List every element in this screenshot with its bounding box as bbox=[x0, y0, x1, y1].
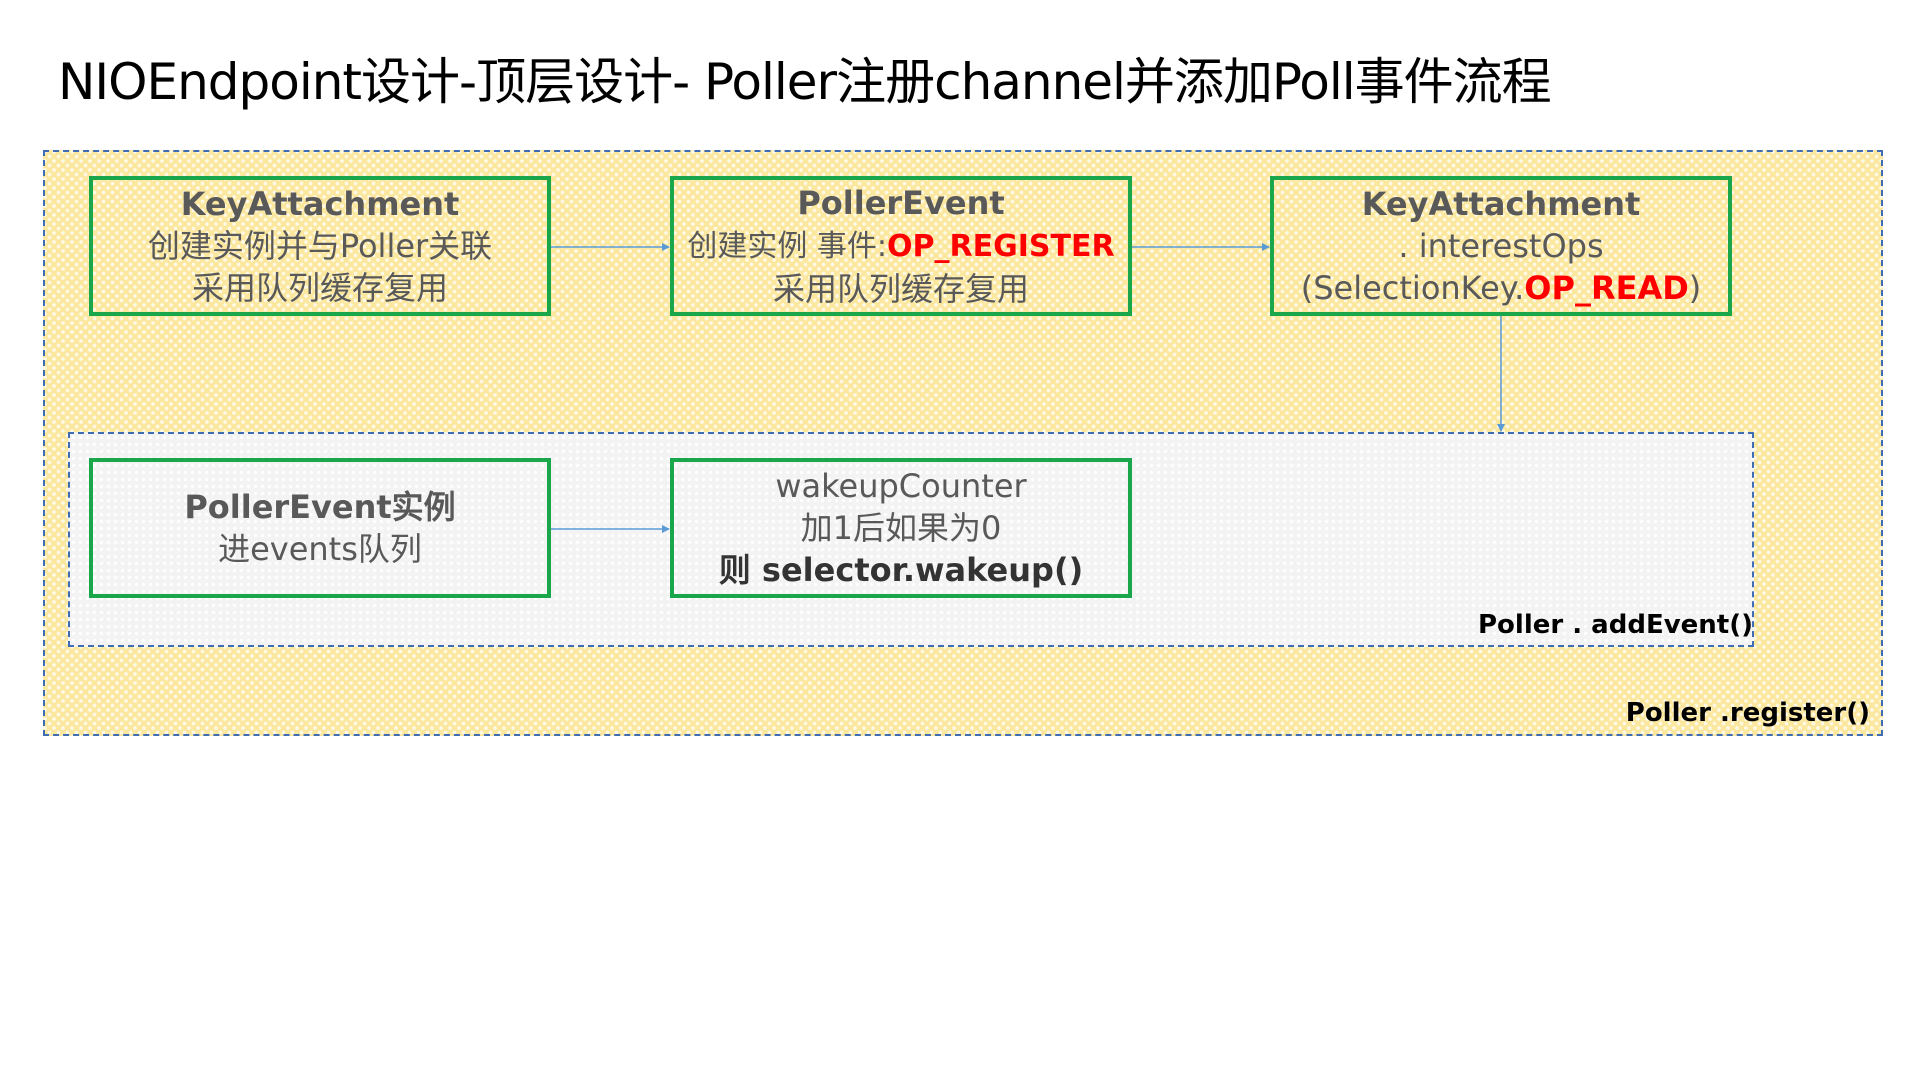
box-text: 采用队列缓存复用 bbox=[191, 269, 448, 307]
page-title: NIOEndpoint设计-顶层设计- Poller注册channel并添加Po… bbox=[58, 53, 1552, 111]
key-attachment-interest-box: KeyAttachment . interestOps (SelectionKe… bbox=[1270, 176, 1732, 316]
poller-event-create-box: PollerEvent 创建实例 事件:OP_REGISTER 采用队列缓存复用 bbox=[670, 176, 1132, 316]
box-text: (SelectionKey.OP_READ) bbox=[1301, 267, 1702, 309]
box-text: 创建实例 事件:OP_REGISTER bbox=[687, 224, 1114, 268]
key-attachment-create-box: KeyAttachment 创建实例并与Poller关联 采用队列缓存复用 bbox=[89, 176, 551, 316]
box-text: wakeupCounter bbox=[775, 467, 1027, 505]
poller-event-enqueue-box: PollerEvent实例 进events队列 bbox=[89, 458, 551, 598]
box-title: KeyAttachment bbox=[1361, 185, 1641, 223]
op-register-highlight: OP_REGISTER bbox=[887, 229, 1115, 264]
poller-add-event-label: Poller . addEvent() bbox=[1478, 610, 1753, 640]
poller-add-event-frame bbox=[68, 432, 1754, 647]
box-title: KeyAttachment bbox=[180, 185, 460, 223]
box-text: 进events队列 bbox=[218, 530, 422, 568]
box-text: . interestOps bbox=[1398, 227, 1604, 265]
op-read-highlight: OP_READ bbox=[1524, 269, 1689, 307]
poller-register-label: Poller .register() bbox=[1625, 698, 1870, 728]
event-label: 创建实例 事件: bbox=[687, 229, 888, 264]
box-title: PollerEvent实例 bbox=[184, 488, 456, 526]
wakeup-counter-box: wakeupCounter 加1后如果为0 则 selector.wakeup(… bbox=[670, 458, 1132, 598]
box-text: 创建实例并与Poller关联 bbox=[147, 227, 493, 265]
box-text: 加1后如果为0 bbox=[800, 509, 1002, 547]
selection-key-suffix: ) bbox=[1688, 269, 1702, 307]
selection-key-prefix: (SelectionKey. bbox=[1300, 269, 1525, 307]
box-text: 则 selector.wakeup() bbox=[718, 551, 1084, 589]
box-text: 采用队列缓存复用 bbox=[772, 270, 1029, 308]
box-title: PollerEvent bbox=[797, 184, 1005, 222]
